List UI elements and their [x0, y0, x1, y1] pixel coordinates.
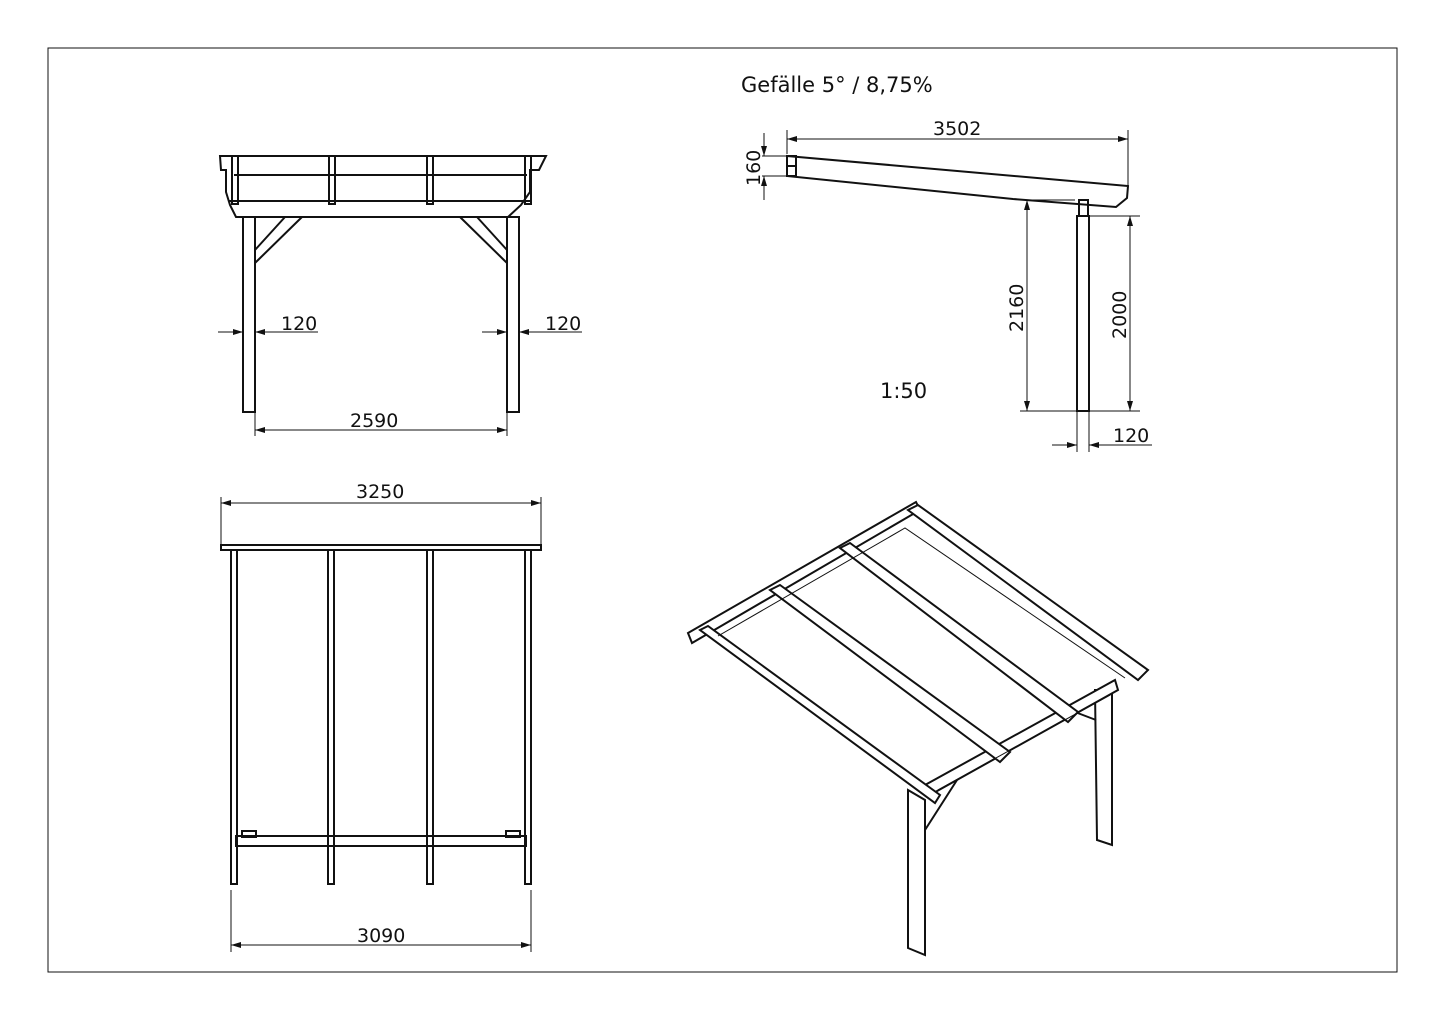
dim-post-height: 2000	[1109, 291, 1131, 339]
dim-roof-width: 3250	[356, 481, 404, 503]
scale-label: 1:50	[880, 379, 927, 403]
dim-post-spacing: 2590	[350, 410, 398, 432]
dim-beam-height: 160	[743, 150, 765, 186]
front-view: 120 120 2590	[218, 155, 582, 436]
isometric-view	[686, 500, 1150, 957]
slope-title: Gefälle 5° / 8,75%	[741, 73, 933, 97]
top-view: 3250 3090	[220, 481, 542, 952]
dim-side-post-width: 120	[1113, 425, 1149, 447]
sheet-border	[47, 47, 1398, 973]
dim-total-height: 2160	[1006, 284, 1028, 332]
dim-post-span: 3090	[357, 925, 405, 947]
dim-roof-length: 3502	[933, 118, 981, 140]
dim-post-width-left: 120	[281, 313, 317, 335]
dim-post-width-right: 120	[545, 313, 581, 335]
side-view: 3502 160 2160 2000 120	[743, 118, 1152, 452]
